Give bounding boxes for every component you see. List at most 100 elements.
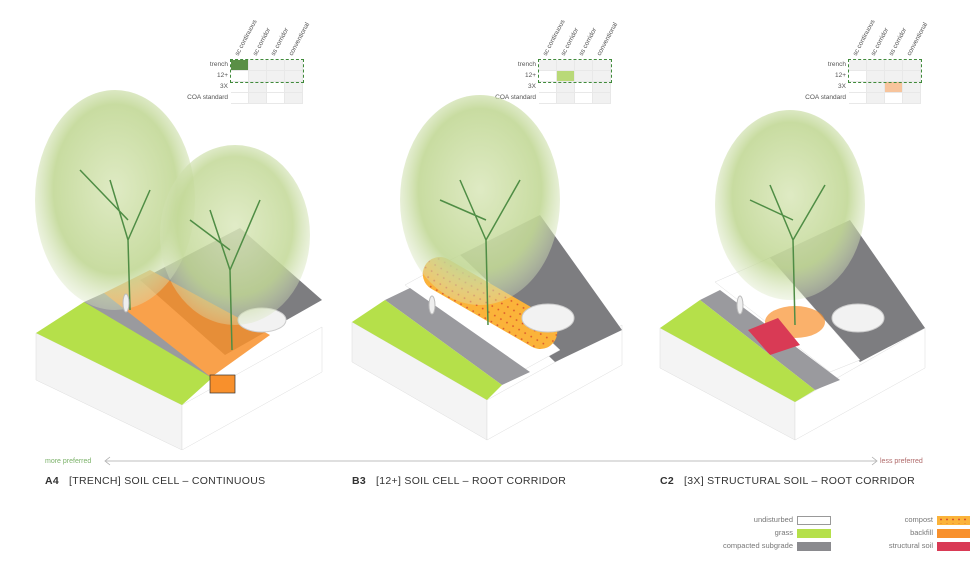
matrix-row-label: 12+ <box>834 72 846 79</box>
matrix-cell-selected <box>231 60 249 71</box>
matrix-cell <box>249 60 267 71</box>
less-preferred-label: less preferred <box>880 458 923 465</box>
matrix-cell <box>249 71 267 82</box>
matrix-cell <box>539 71 557 82</box>
matrix-cell <box>867 82 885 93</box>
matrix-cell <box>231 82 249 93</box>
panel-title-text: [TRENCH] SOIL CELL – CONTINUOUS <box>69 475 266 487</box>
matrix-cell <box>285 71 303 82</box>
matrix-cell <box>249 82 267 93</box>
matrix-row-label: trench <box>209 61 228 68</box>
matrix-cell <box>539 60 557 71</box>
matrix-row-label: 3X <box>528 83 536 90</box>
panel-code: A4 <box>45 475 60 487</box>
legend-label: undisturbed <box>753 515 793 524</box>
arrow-left-icon <box>104 456 111 466</box>
legend-label: grass <box>774 528 793 537</box>
matrix-cell <box>903 82 921 93</box>
sidewalk <box>385 288 530 385</box>
matrix-row-label: 3X <box>220 83 228 90</box>
legend-swatch-compost <box>937 516 970 525</box>
matrix-cell <box>285 82 303 93</box>
matrix-column-label: conventional <box>595 21 620 57</box>
panel-title-text: [3X] STRUCTURAL SOIL – ROOT CORRIDOR <box>684 475 915 487</box>
matrix-cell <box>575 82 593 93</box>
legend-swatch-undisturbed <box>797 516 831 525</box>
matrix-cell <box>867 93 885 104</box>
matrix-cell-selected <box>557 71 575 82</box>
more-preferred-label: more preferred <box>45 458 92 465</box>
matrix-column-label: conventional <box>287 21 312 57</box>
matrix-cell <box>903 93 921 104</box>
matrix-row-label: COA standard <box>495 94 536 101</box>
matrix-row-label: trench <box>827 61 846 68</box>
matrix-cell <box>249 93 267 104</box>
matrix-cell <box>267 93 285 104</box>
matrix-cell <box>885 93 903 104</box>
matrix-cell <box>593 82 611 93</box>
matrix-dashed-outline <box>848 59 922 83</box>
block-front-left <box>35 332 183 450</box>
person-icon <box>736 295 744 315</box>
matrix-cell <box>849 93 867 104</box>
illustration-b3 <box>351 95 623 441</box>
structural-soil <box>748 318 800 355</box>
legend-swatch-structural-soil <box>937 542 970 551</box>
matrix-row-label: 3X <box>838 83 846 90</box>
matrix-cell <box>593 71 611 82</box>
tree-canopy <box>400 95 560 305</box>
matrix-cell <box>231 93 249 104</box>
matrix-cell <box>903 60 921 71</box>
legend-label: compacted subgrade <box>722 541 793 550</box>
arrow-right-icon <box>871 456 878 466</box>
matrix-cell <box>285 60 303 71</box>
panel-code: B3 <box>352 475 367 487</box>
tree-canopy <box>35 90 195 310</box>
matrix-cell <box>867 60 885 71</box>
soil-cell-section <box>209 374 236 394</box>
matrix-row-label: trench <box>517 61 536 68</box>
matrix-row-label: 12+ <box>524 72 536 79</box>
matrix-cell <box>575 93 593 104</box>
legend-swatch-grass <box>797 529 831 538</box>
tree-canopy <box>715 110 865 300</box>
tree-canopy <box>160 145 310 325</box>
legend-label: backfill <box>910 528 933 537</box>
legend-label: structural soil <box>888 541 933 550</box>
matrix-row-label: COA standard <box>187 94 228 101</box>
matrix-dashed-outline <box>538 59 612 83</box>
legend: undisturbed grass compacted subgrade compos… <box>700 515 970 560</box>
matrix-cell <box>267 71 285 82</box>
matrix-dashed-outline <box>230 59 304 83</box>
matrix-cell <box>849 71 867 82</box>
matrix-row-label: COA standard <box>805 94 846 101</box>
matrix-cell <box>849 82 867 93</box>
legend-swatch-compacted-subgrade <box>797 542 831 551</box>
matrix-cell <box>885 60 903 71</box>
illustration-a4 <box>35 90 323 450</box>
matrix-cell <box>539 93 557 104</box>
matrix-cell <box>593 60 611 71</box>
matrix-cell <box>267 82 285 93</box>
panel-title-text: [12+] SOIL CELL – ROOT CORRIDOR <box>376 475 567 487</box>
car-icon <box>521 303 575 333</box>
car-icon <box>831 303 885 333</box>
illustration-c2 <box>659 110 926 441</box>
matrix-cell <box>885 71 903 82</box>
person-icon <box>122 293 130 313</box>
grass <box>36 302 212 405</box>
matrix-cell <box>557 60 575 71</box>
matrix-cell <box>575 71 593 82</box>
matrix-row-label: 12+ <box>216 72 228 79</box>
block-front-right <box>181 326 323 450</box>
matrix-cell <box>285 93 303 104</box>
matrix-cell <box>539 82 557 93</box>
legend-label: compost <box>904 515 933 524</box>
matrix-cell <box>231 71 249 82</box>
panel-title-c2: C2[3X] STRUCTURAL SOIL – ROOT CORRIDOR <box>660 475 915 487</box>
matrix-cell <box>849 60 867 71</box>
matrix-cell <box>593 93 611 104</box>
